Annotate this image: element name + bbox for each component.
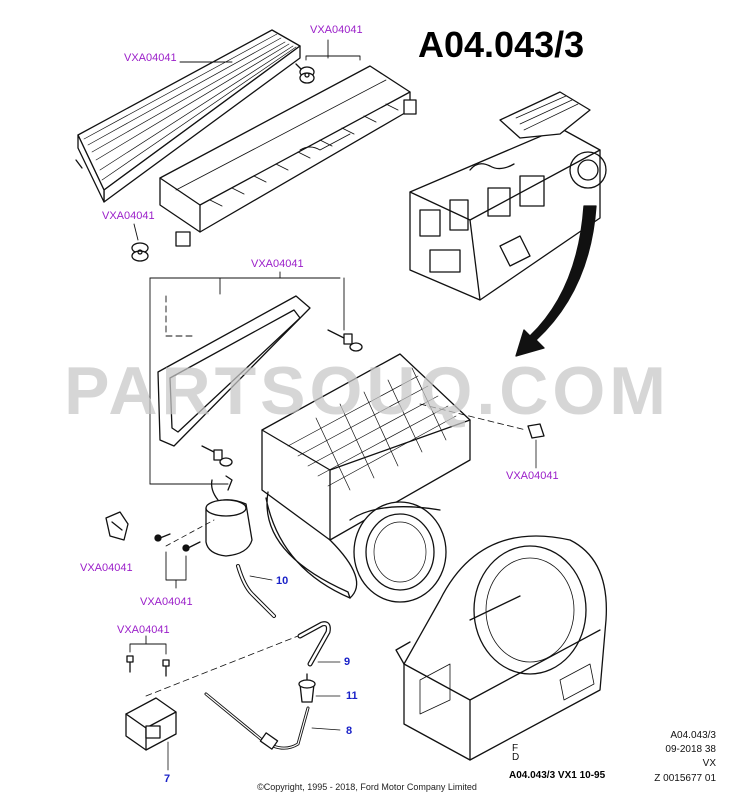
callout-11[interactable]: 11 [346, 690, 358, 702]
filter-housing [159, 65, 417, 247]
part-ref-vxa04041[interactable]: VXA04041 [124, 52, 177, 64]
callout-10[interactable]: 10 [276, 575, 289, 587]
direction-arrow [515, 205, 597, 357]
screw-6 [162, 659, 170, 677]
screw-4 [182, 541, 201, 552]
cable-8 [204, 692, 341, 750]
fd-mark: F D [512, 743, 520, 763]
fan-scroll-housing [395, 535, 608, 761]
copyright-notice: ©Copyright, 1995 - 2018, Ford Motor Comp… [257, 782, 477, 792]
meta-ref: A04.043/3 [670, 730, 716, 741]
part-ref-vxa04041[interactable]: VXA04041 [117, 624, 170, 636]
gasket-frame [157, 295, 311, 447]
part-ref-vxa04041[interactable]: VXA04041 [80, 562, 133, 574]
clip-small [419, 403, 545, 469]
grommet-top [299, 66, 315, 84]
vacuum-line-9 [297, 621, 341, 667]
part-ref-vxa04041[interactable]: VXA04041 [140, 596, 193, 608]
connector-11 [298, 673, 341, 703]
part-ref-vxa04041[interactable]: VXA04041 [251, 258, 304, 270]
callout-9[interactable]: 9 [344, 656, 351, 668]
screw-3 [154, 533, 171, 542]
meta-model: VX [702, 758, 716, 769]
callout-8[interactable]: 8 [346, 725, 353, 737]
actuator-7 [125, 697, 177, 771]
cabin-filter [75, 29, 303, 203]
hvac-assembly-overview [409, 91, 607, 301]
watermark: PARTSOUQ.COM [64, 353, 670, 429]
meta-code: Z 0015677 01 [654, 773, 716, 784]
part-ref-vxa04041[interactable]: VXA04041 [102, 210, 155, 222]
drawing-stamp: A04.043/3 VX1 10-95 [509, 770, 606, 781]
screw-2 [201, 445, 233, 467]
screw-1 [327, 329, 363, 352]
diagram-code: A04.043/3 [418, 24, 585, 65]
blower-housing [261, 353, 471, 603]
part-ref-vxa04041[interactable]: VXA04041 [310, 24, 363, 36]
hose-10 [236, 564, 276, 618]
clip-left [105, 511, 129, 541]
meta-date: 09-2018 38 [665, 744, 716, 755]
part-ref-vxa04041[interactable]: VXA04041 [506, 470, 559, 482]
callout-7[interactable]: 7 [164, 773, 171, 785]
grommet-left [131, 242, 149, 262]
blower-resistor [165, 475, 253, 557]
screw-5 [126, 655, 134, 673]
